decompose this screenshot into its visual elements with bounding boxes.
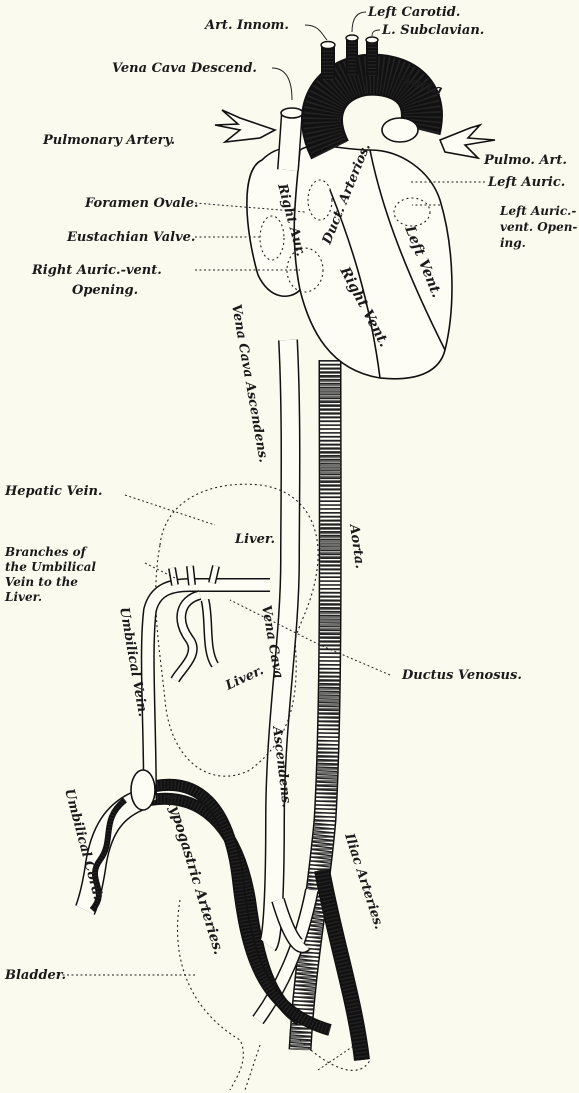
label-left-auric-vent-3: ing. — [500, 236, 526, 250]
label-iliac-arteries: Iliac Arteries. — [341, 831, 386, 932]
pulmonary-artery-left — [215, 110, 275, 142]
label-hepatic-vein: Hepatic Vein. — [4, 484, 103, 499]
label-left-auric: Left Auric. — [487, 175, 565, 190]
label-ductus-venosus: Ductus Venosus. — [401, 668, 522, 683]
label-branches-1: Branches of — [4, 545, 88, 559]
label-vena-cava-ascendens-upper: Vena Cava Ascendens. — [228, 303, 271, 464]
label-pulmonary-artery: Pulmonary Artery. — [42, 133, 175, 148]
label-branches-3: Vein to the — [5, 575, 78, 589]
arch-branches — [321, 35, 378, 80]
label-aorta-descending: Aorta. — [346, 521, 367, 569]
label-pulmo-art: Pulmo. Art. — [483, 153, 567, 168]
label-liver-upper: Liver. — [234, 532, 275, 547]
label-eustachian-valve: Eustachian Valve. — [66, 230, 195, 245]
label-liver-lower: Liver. — [222, 663, 266, 694]
label-bladder: Bladder. — [4, 968, 66, 983]
label-branches-2: the Umbilical — [5, 560, 96, 574]
label-branches-4: Liver. — [4, 590, 42, 604]
label-foramen-ovale: Foramen Ovale. — [84, 196, 199, 211]
label-l-subclavian: L. Subclavian. — [381, 23, 484, 38]
label-left-auric-vent-2: vent. Open- — [500, 220, 577, 234]
label-art-innom: Art. Innom. — [203, 18, 289, 33]
label-right-auric-vent-2: Opening. — [72, 283, 138, 298]
label-vena-cava-descend: Vena Cava Descend. — [112, 61, 257, 76]
label-left-carotid: Left Carotid. — [367, 5, 460, 20]
label-left-auric-vent-1: Left Auric.- — [499, 204, 576, 218]
label-right-auric-vent-1: Right Auric.-vent. — [31, 263, 162, 278]
